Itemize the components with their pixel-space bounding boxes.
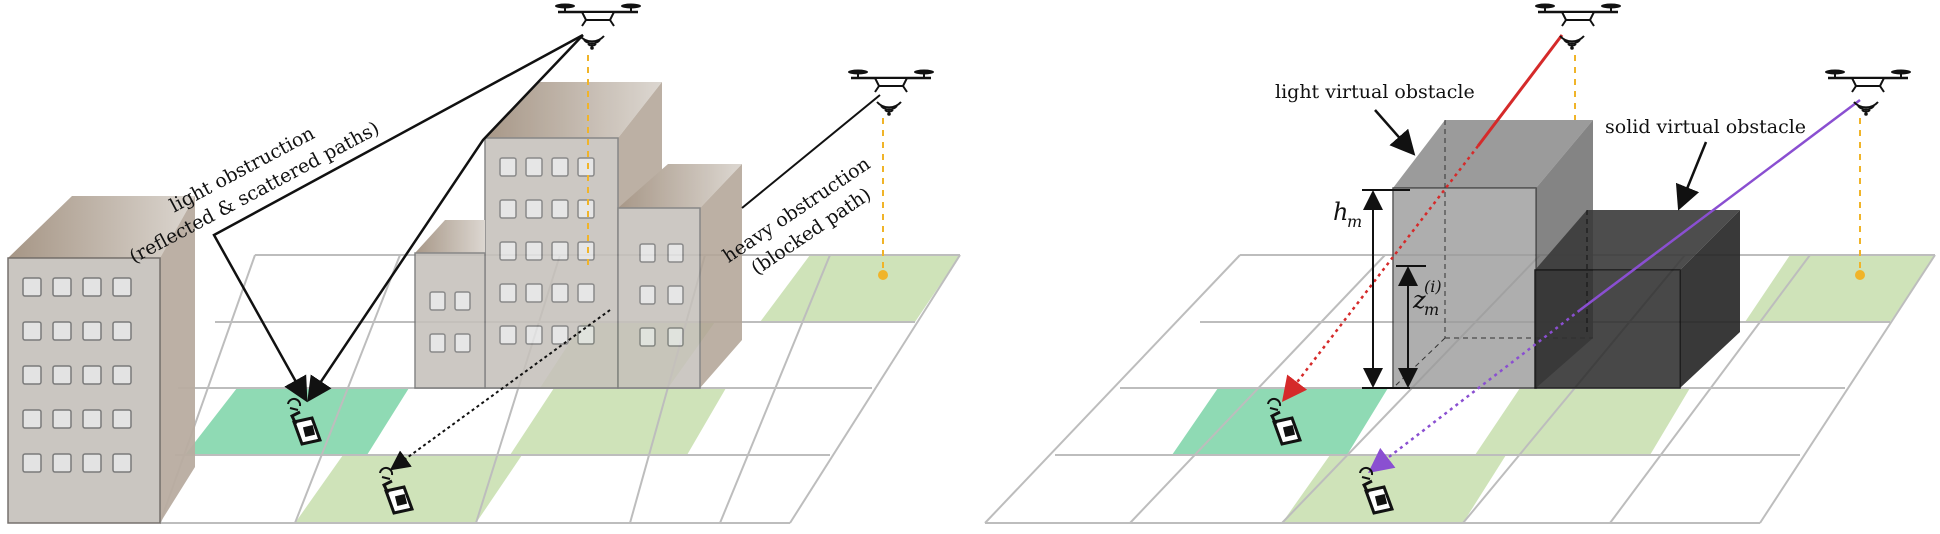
light-virtual-obstacle-label: light virtual obstacle: [1275, 81, 1475, 103]
svg-text:m: m: [1424, 300, 1439, 319]
drone-icon: [553, 2, 643, 28]
blocked-path: [389, 309, 611, 471]
highlight-cell: [1745, 255, 1935, 322]
solid-virtual-pointer: [1675, 141, 1708, 211]
building-left: [7, 196, 195, 524]
svg-text:m: m: [1347, 212, 1362, 231]
h-dimension: [1362, 189, 1410, 389]
drone-icon: [1533, 2, 1623, 28]
building-cluster: [414, 82, 742, 389]
light-obstruction-label: light obstruction (reflected & scattered…: [126, 117, 383, 268]
purple-path: [1579, 99, 1861, 311]
highlight-cell: [295, 455, 522, 523]
drone-icon: [1823, 68, 1913, 94]
reflected-path: [212, 33, 584, 403]
svg-text:z: z: [1412, 286, 1426, 314]
heavy-path: [741, 94, 881, 209]
wifi-signal-icon: [876, 101, 902, 117]
wifi-signal-icon: [1853, 101, 1879, 117]
light-virtual-pointer: [1374, 109, 1416, 156]
ground-grid-left: [159, 254, 961, 524]
right-panel: light virtual obstacle solid virtual obs…: [984, 2, 1936, 524]
solid-virtual-obstacle: [1534, 210, 1740, 389]
solid-virtual-obstacle-label: solid virtual obstacle: [1605, 116, 1806, 138]
svg-text:(reflected & scattered paths): (reflected & scattered paths): [126, 117, 383, 268]
z-dimension: [1396, 265, 1426, 388]
svg-text:(i): (i): [1424, 277, 1442, 296]
z-m-i-label: z m (i): [1412, 277, 1442, 319]
red-path: [1476, 34, 1564, 147]
drone-icon: [846, 68, 936, 94]
highlight-cell: [760, 255, 960, 322]
ground-grid-right: [984, 254, 1936, 524]
scattered-path: [307, 34, 584, 403]
h-m-label: h m: [1333, 198, 1362, 231]
wifi-signal-icon: [579, 35, 605, 51]
purple-path-dotted: [1368, 309, 1581, 474]
highlight-cell: [510, 388, 726, 455]
svg-text:h: h: [1333, 198, 1348, 226]
wifi-signal-icon: [1559, 35, 1585, 51]
highlight-cell: [1282, 455, 1506, 523]
highlight-cell: [1475, 388, 1690, 455]
left-panel: light obstruction (reflected & scattered…: [7, 2, 961, 524]
